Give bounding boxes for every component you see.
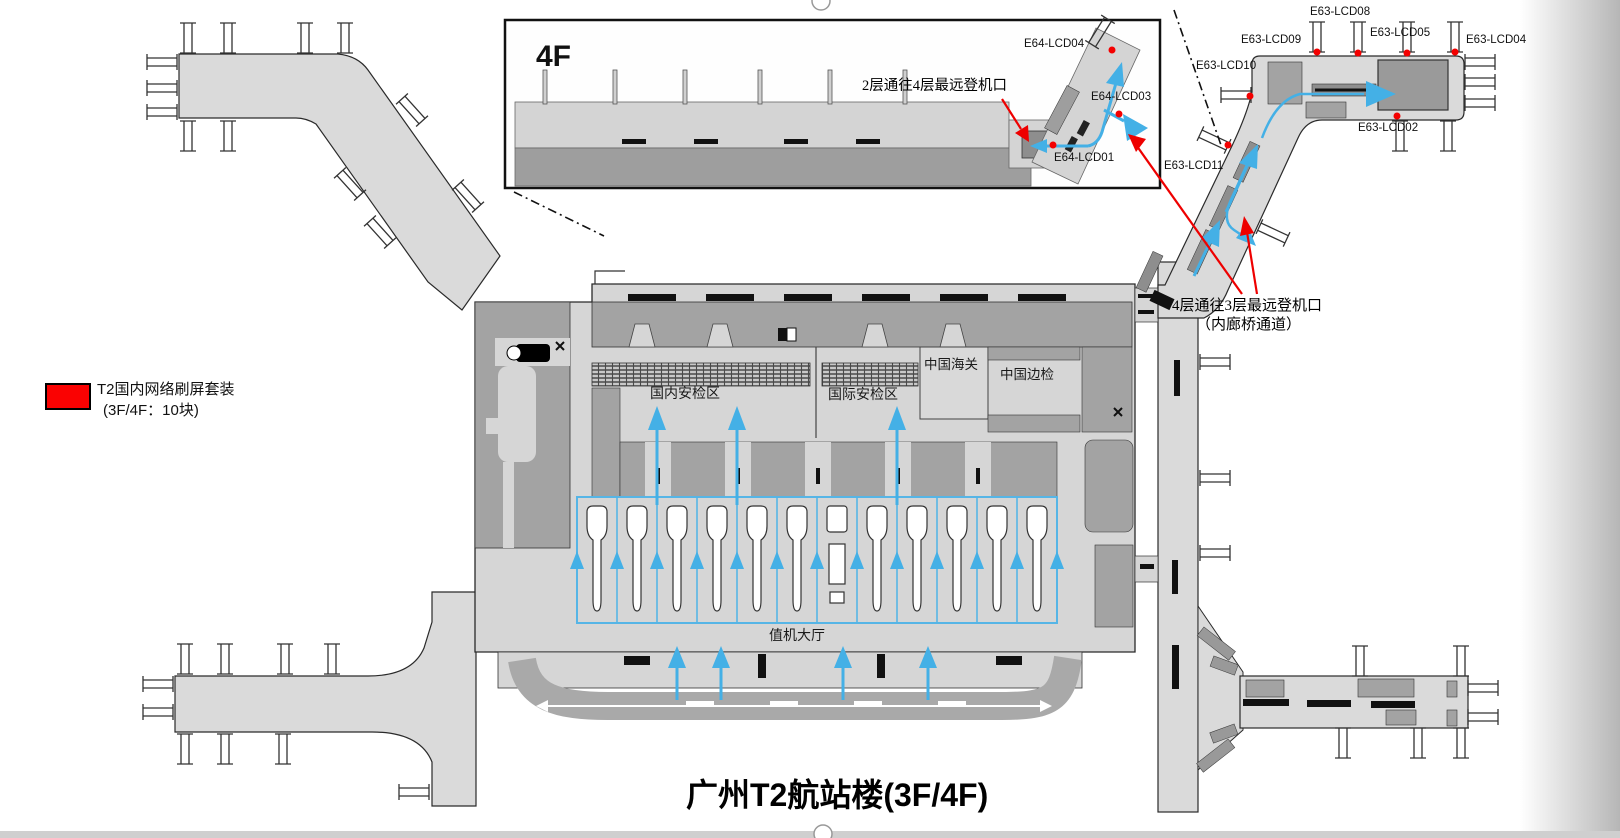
annotation-arrows-4f3f [1128,134,1259,295]
page-title: 广州T2航站楼(3F/4F) [686,777,989,813]
label-e63-lcd10: E63-LCD10 [1196,60,1257,72]
area-customs: 中国海关 [924,357,978,372]
annotation-2f-to-4f: 2层通往4层最远登机口 [862,78,1007,94]
pier-northwest [146,22,501,311]
slide-resize-handle-bottom[interactable] [813,824,833,838]
flow-path-northeast [1192,81,1396,277]
area-border-inspection: 中国边检 [1000,367,1054,382]
label-e64-lcd03: E64-LCD03 [1091,91,1152,103]
legend-line1: T2国内网络刷屏套装 [97,381,235,398]
pier-southwest [142,591,477,807]
label-e63-lcd04: E63-LCD04 [1466,34,1527,46]
pier-southeast [1239,645,1499,759]
elevator-icon [778,328,787,341]
page-edge-gradient [1520,0,1620,838]
west-core [474,301,571,549]
customs-border-zone [919,346,1133,433]
area-checkin-hall: 值机大厅 [769,629,825,644]
canopy-dashes [628,294,1066,301]
legend-line2: (3F/4F：10块) [103,402,199,419]
label-e63-lcd05: E63-LCD05 [1370,27,1431,39]
gate-lounge-block [1377,59,1449,111]
flow-path-inset [1030,62,1148,153]
label-e63-lcd02: E63-LCD02 [1358,122,1419,134]
inset-4f [503,14,1162,190]
flow-arrows-entry [675,666,930,700]
security-lane-band-domestic [591,362,811,387]
flow-arrows-security [655,428,899,505]
cross-mark [555,341,565,351]
checkin-backoffice-band [591,387,1058,498]
slide-resize-handle-top[interactable] [811,0,831,11]
label-e64-lcd01: E64-LCD01 [1054,152,1115,164]
checkin-island-grid [570,496,1064,624]
annotation-4f-to-3f-line1: 4层通往3层最远登机口 [1172,298,1323,314]
fan-junction [1172,604,1244,773]
entry-doors [624,654,1022,678]
area-domestic-security: 国内安检区 [650,387,720,402]
annotation-arrow-2f4f [1001,98,1029,142]
label-e63-lcd08: E63-LCD08 [1310,6,1371,18]
area-international-security: 国际安检区 [828,388,898,403]
lcd-markers-e64 [1049,46,1123,149]
inset-floor-label: 4F [536,40,572,73]
pier-northeast [1135,21,1496,319]
south-facade-apron [497,646,1083,720]
label-e64-lcd04: E64-LCD04 [1024,38,1085,50]
flow-arrows-checkin [570,551,1064,569]
inset-pillars [542,69,908,105]
label-e63-lcd09: E63-LCD09 [1241,34,1302,46]
shuttle-icon [516,344,550,362]
security-lane-band-international [821,362,919,387]
legend-swatch [45,383,91,410]
label-e63-lcd11: E63-LCD11 [1164,160,1224,172]
annotation-4f-to-3f-line2: （内廊桥通道） [1196,317,1302,333]
inset-leader-lines [513,9,1223,237]
checkin-islands [586,505,1048,612]
east-corridor [1134,261,1231,813]
slide-bottom-edge [0,831,1620,838]
lcd-markers-e63 [1224,48,1459,149]
